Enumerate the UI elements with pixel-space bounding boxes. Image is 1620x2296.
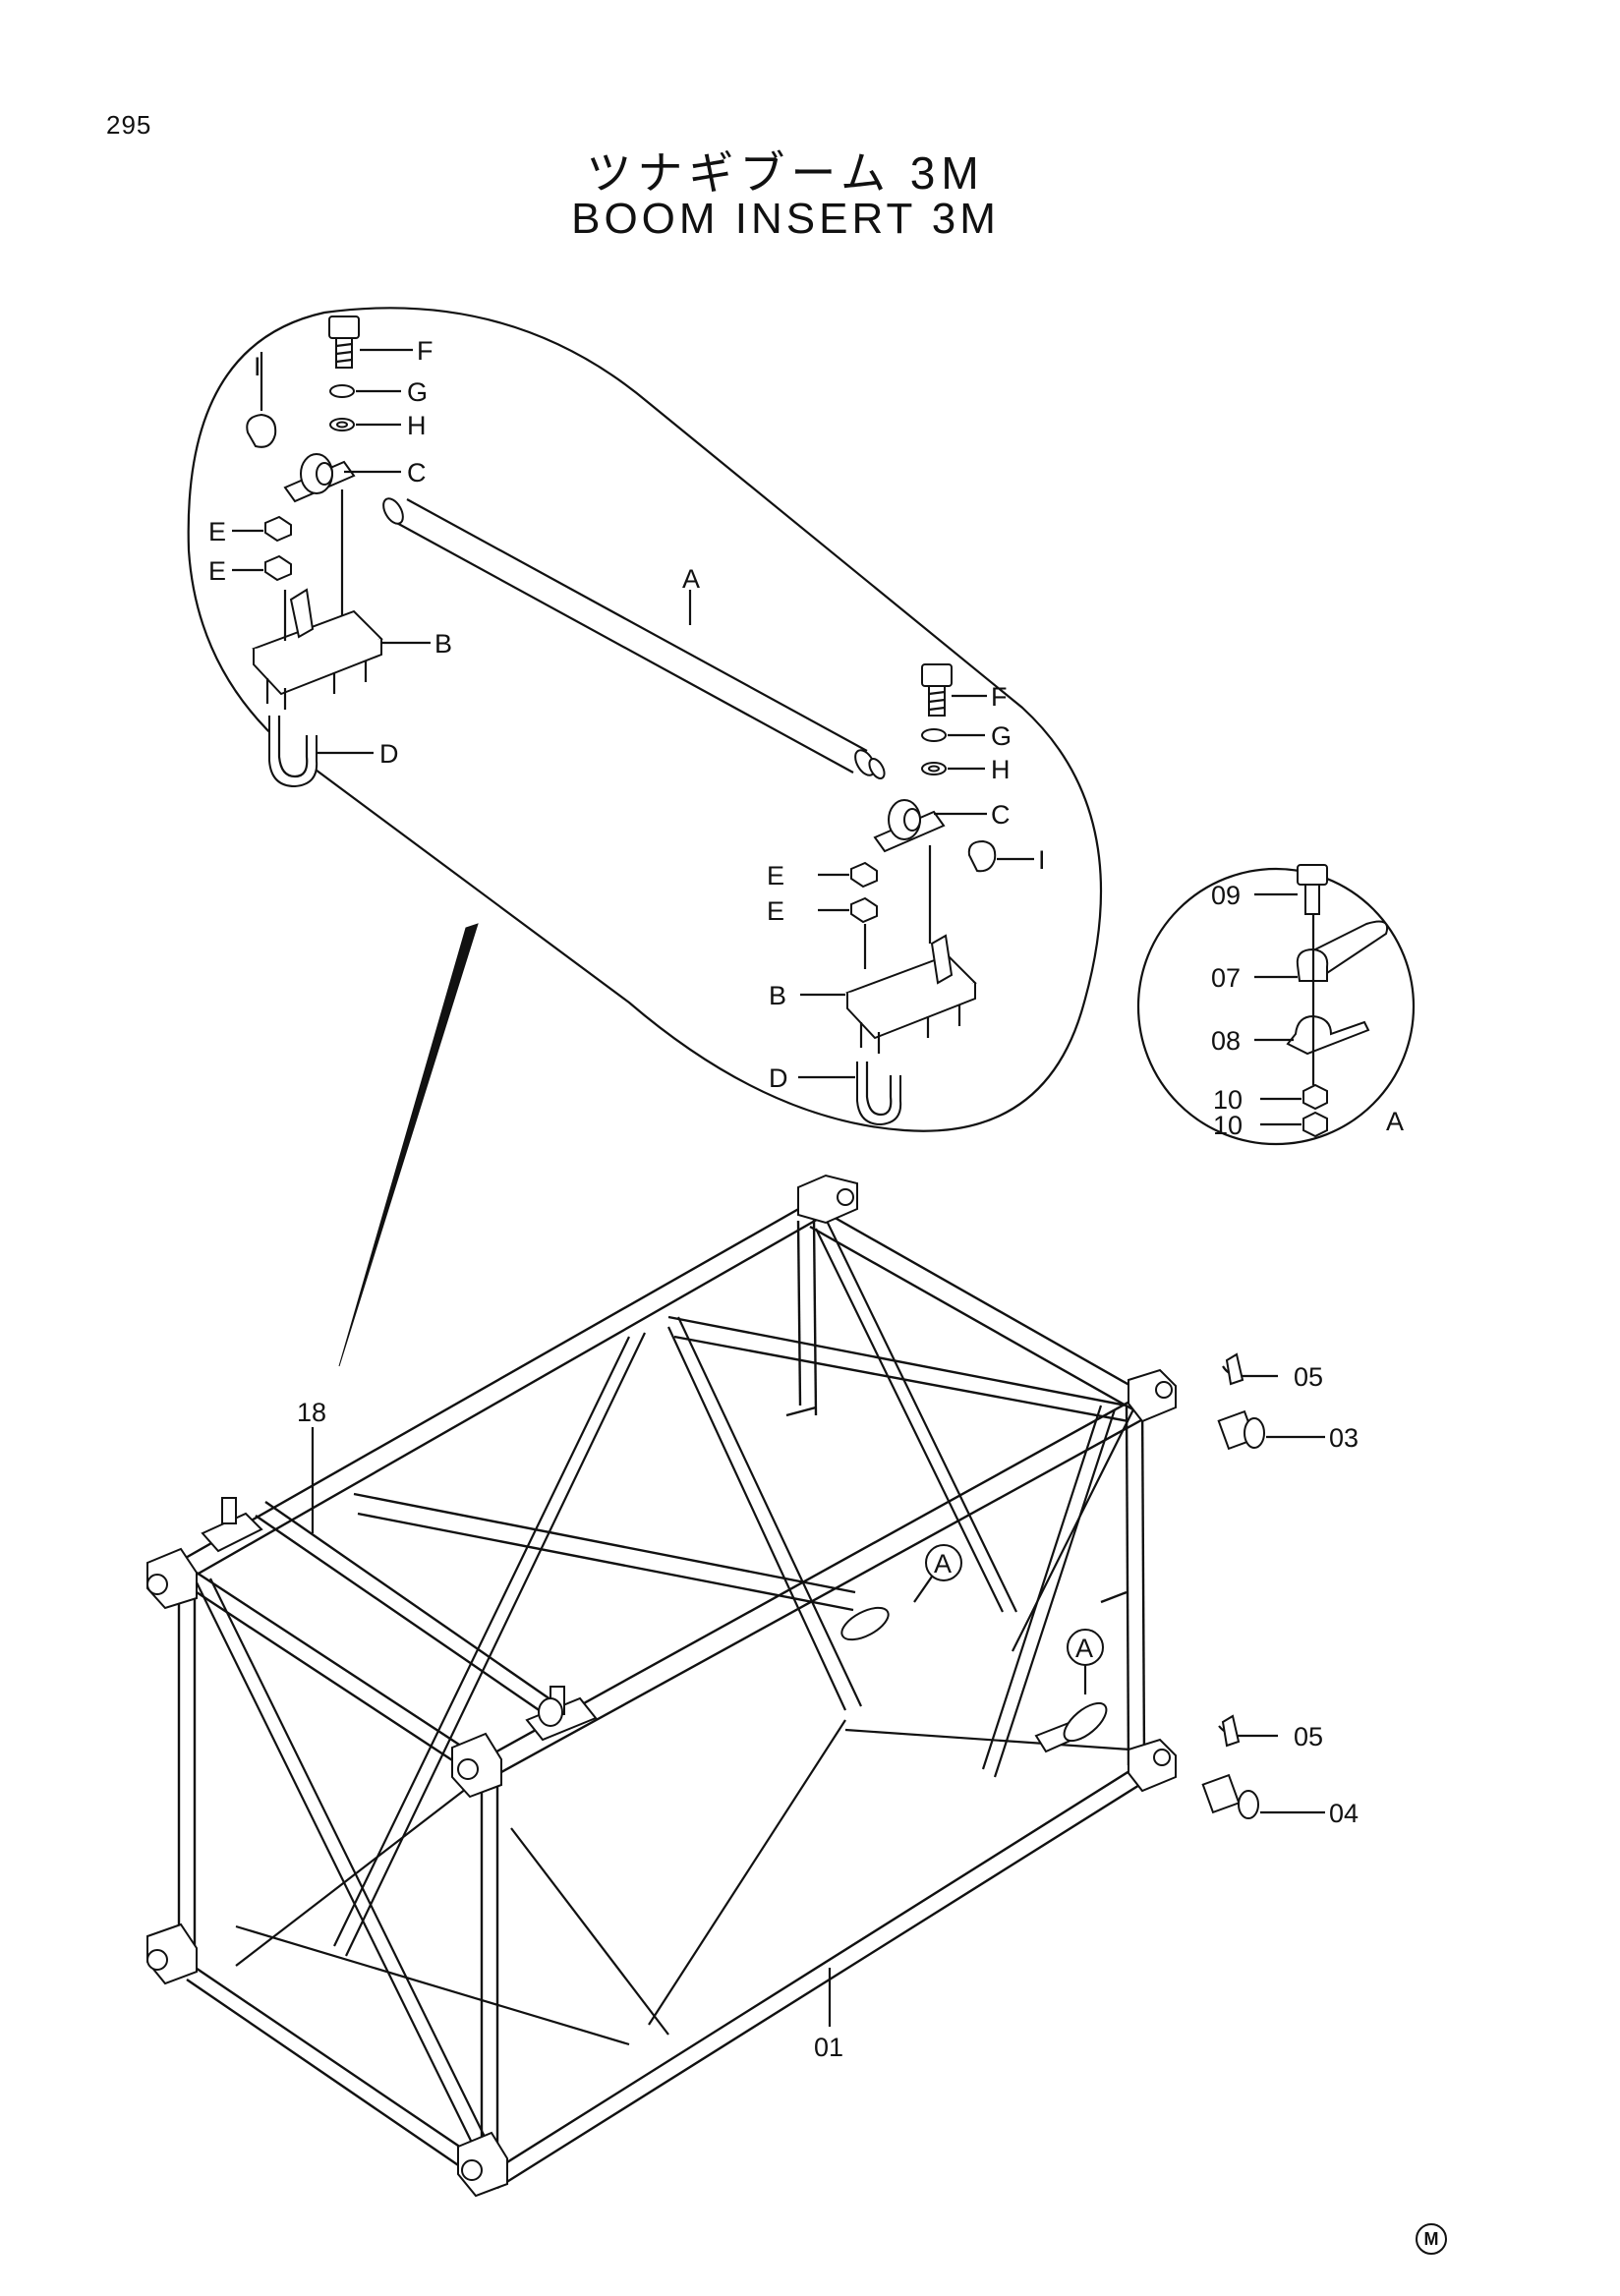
callout-H-right: H	[991, 755, 1011, 784]
part-09: 09	[1211, 881, 1241, 910]
callout-D-right: D	[769, 1063, 788, 1093]
view-marker-A-1-label: A	[934, 1549, 952, 1578]
part-05-upper: 05	[1294, 1362, 1323, 1392]
callout-E-left-2: E	[208, 556, 226, 586]
view-marker-A-2: A	[1067, 1629, 1104, 1694]
part-03: 03	[1329, 1423, 1359, 1453]
frame-lugs	[146, 1174, 1177, 2198]
part-10-first: 10	[1213, 1085, 1243, 1115]
pin-assembly-lower: 05 04	[1201, 1714, 1359, 1828]
title-japanese: ツナギブーム 3M	[586, 147, 985, 199]
callout-H-left: H	[407, 411, 427, 440]
callout-I-left: I	[254, 352, 261, 381]
part-10-second: 10	[1213, 1111, 1243, 1140]
part-01: 01	[814, 2033, 843, 2062]
callout-E-right-2: E	[767, 896, 784, 926]
callout-B-right: B	[769, 981, 786, 1010]
detail-view-label-A: A	[1386, 1107, 1404, 1136]
frame-bearing-brackets	[201, 1497, 1108, 1753]
detail-view-clamp: 09 07 08 10 10 A	[1136, 864, 1416, 1146]
callout-I-right: I	[1038, 845, 1046, 875]
part-07: 07	[1211, 963, 1241, 993]
maker-mark: M	[1416, 2223, 1447, 2255]
callout-E-left-1: E	[208, 517, 226, 546]
part-04: 04	[1329, 1799, 1359, 1828]
detail-view-main: A F G H	[187, 307, 1103, 1367]
shaft-A: A	[382, 497, 886, 779]
callout-F-left: F	[417, 336, 434, 366]
page-number: 295	[106, 110, 152, 140]
view-marker-A-2-label: A	[1075, 1634, 1093, 1663]
title-english: BOOM INSERT 3M	[571, 195, 1000, 243]
callout-E-right-1: E	[767, 861, 784, 890]
callout-C-left: C	[407, 458, 427, 488]
part-05-lower: 05	[1294, 1722, 1323, 1751]
callout-B-left: B	[434, 629, 452, 659]
right-bearing-assembly: F G H C I E E	[767, 663, 1046, 1126]
view-marker-A-1: A	[913, 1544, 962, 1603]
pin-assembly-upper: 05 03	[1217, 1352, 1359, 1453]
callout-C-right: C	[991, 800, 1011, 830]
callout-G-left: G	[407, 377, 428, 407]
left-bearing-assembly: F G H C I	[208, 316, 452, 788]
callout-F-right: F	[991, 682, 1008, 712]
part-08: 08	[1211, 1026, 1241, 1056]
callout-D-left: D	[379, 739, 399, 769]
part-18: 18	[297, 1398, 326, 1427]
callout-G-right: G	[991, 721, 1012, 751]
callout-A: A	[682, 564, 700, 594]
boom-insert-frame: A A 05 03 05	[146, 1174, 1359, 2198]
